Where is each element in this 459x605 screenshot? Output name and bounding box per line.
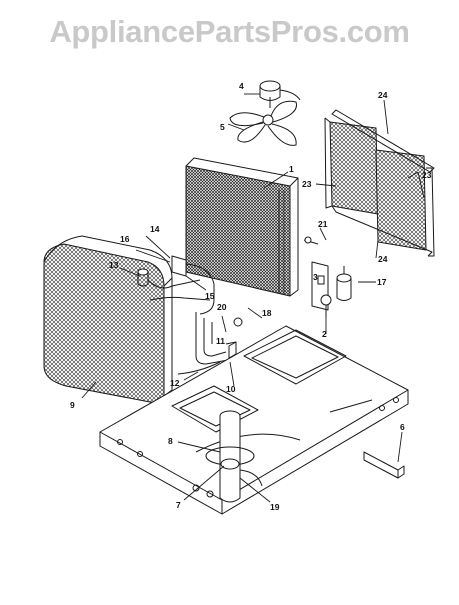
callout-8: 8 bbox=[168, 436, 173, 446]
rear-grille-frame bbox=[324, 109, 435, 257]
callout-3: 3 bbox=[313, 272, 318, 282]
watermark-text: AppliancePartsPros.com bbox=[49, 14, 410, 49]
leader-lines bbox=[81, 93, 425, 503]
callout-6: 6 bbox=[400, 422, 405, 432]
fan-blade bbox=[229, 100, 298, 146]
callout-15: 15 bbox=[205, 291, 215, 301]
callout-24-bottom: 24 bbox=[378, 254, 388, 264]
wraparound-grille bbox=[43, 235, 173, 403]
mounting-bracket bbox=[363, 451, 405, 479]
callout-4: 4 bbox=[239, 81, 244, 91]
callout-18: 18 bbox=[262, 308, 272, 318]
callout-12: 12 bbox=[170, 378, 180, 388]
control-bracket bbox=[311, 261, 332, 318]
callout-5: 5 bbox=[220, 122, 225, 132]
callout-23-left: 23 bbox=[302, 179, 312, 189]
compressor-assembly bbox=[205, 410, 263, 503]
callout-1: 1 bbox=[289, 164, 294, 174]
condenser-coil bbox=[185, 157, 299, 297]
callout-20: 20 bbox=[217, 302, 227, 312]
callout-10: 10 bbox=[226, 384, 236, 394]
callout-21: 21 bbox=[318, 219, 328, 229]
callout-19: 19 bbox=[270, 502, 280, 512]
callout-24-top: 24 bbox=[378, 90, 388, 100]
callout-9: 9 bbox=[70, 400, 75, 410]
callout-7: 7 bbox=[176, 500, 181, 510]
callout-14: 14 bbox=[150, 224, 160, 234]
callout-23-right: 23 bbox=[422, 170, 432, 180]
callout-11: 11 bbox=[216, 336, 225, 346]
callout-17: 17 bbox=[377, 277, 387, 287]
capacitor bbox=[336, 266, 352, 301]
callout-13: 13 bbox=[109, 260, 119, 270]
callout-2: 2 bbox=[322, 329, 327, 339]
fan-motor bbox=[259, 80, 301, 108]
refrigerant-tubing bbox=[137, 236, 319, 375]
callout-labels: 4 5 1 24 23 23 21 24 17 3 2 16 14 13 15 … bbox=[70, 81, 432, 512]
callout-16: 16 bbox=[120, 234, 130, 244]
base-pan bbox=[99, 325, 409, 515]
